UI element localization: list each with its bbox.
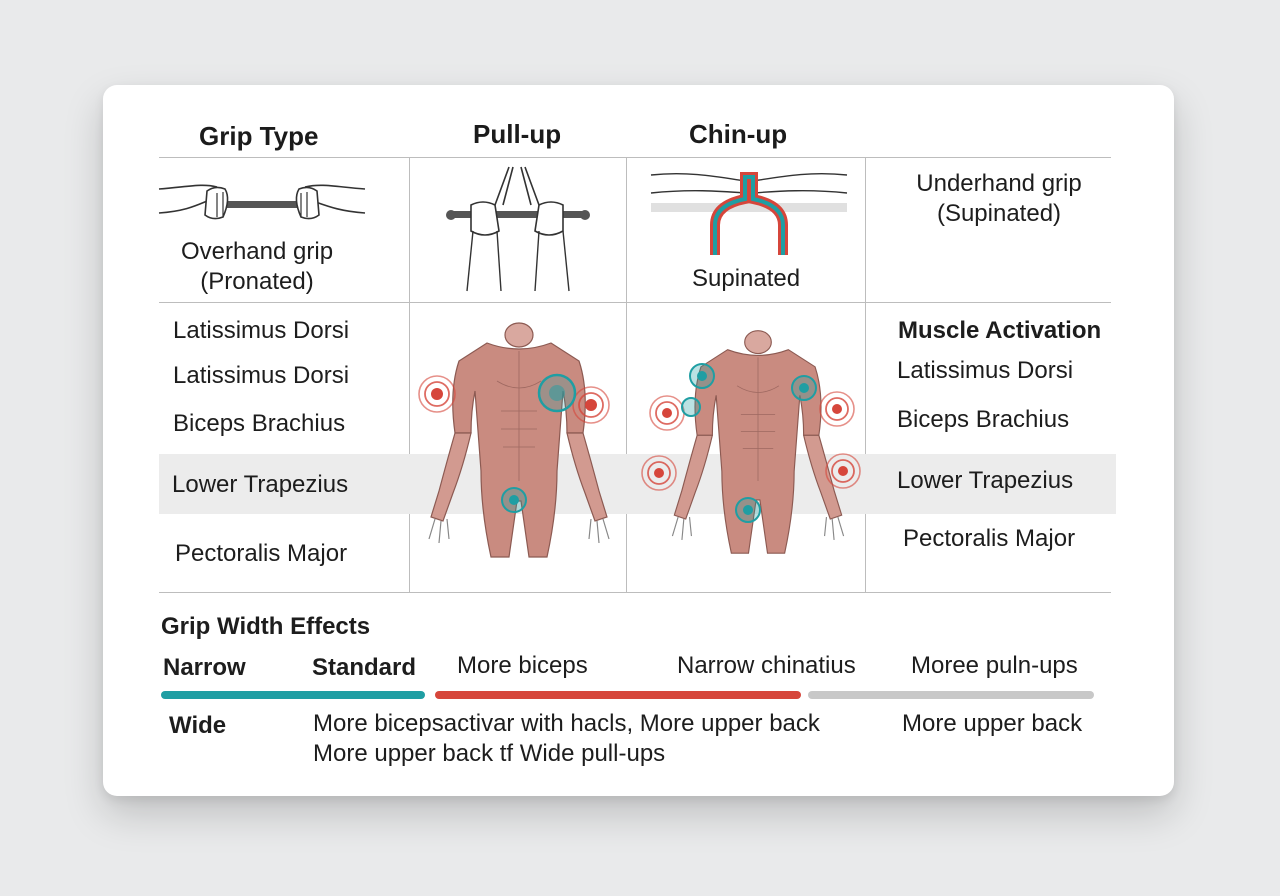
grip-width-more-biceps: More biceps <box>457 652 588 679</box>
chinup-activation-biceps-right <box>791 375 817 401</box>
chinup-activation-right-lower <box>825 453 861 489</box>
pullup-activation-core <box>501 487 527 513</box>
grip-width-bar-narrow <box>161 691 425 699</box>
divider-muscle-row <box>159 592 1111 593</box>
muscle-activation-3: Lower Trapezius <box>897 467 1074 494</box>
grip-width-more-upper-back: More upper back <box>902 710 1083 737</box>
divider-col-2 <box>626 157 627 592</box>
grip-width-bar-wide <box>808 691 1094 699</box>
overhand-grip-illustration <box>158 184 366 220</box>
header-grip-type: Grip Type <box>199 121 319 151</box>
underhand-label-line2: (Supinated) <box>936 200 1062 227</box>
grip-width-wide-desc-line2: More upper back tf Wide pull-ups <box>313 740 666 767</box>
chinup-activation-core <box>735 497 761 523</box>
muscle-left-5: Pectoralis Major <box>175 540 348 567</box>
muscle-activation-1: Latissimus Dorsi <box>897 357 1074 384</box>
muscle-left-2: Latissimus Dorsi <box>173 362 350 389</box>
muscle-activation-4: Pectoralis Major <box>903 525 1076 552</box>
header-pullup: Pull-up <box>473 119 562 149</box>
grip-width-title: Grip Width Effects <box>161 613 371 640</box>
underhand-label-line1: Underhand grip <box>916 170 1082 197</box>
pullup-activation-right <box>572 386 610 424</box>
overhand-label-line1: Overhand grip <box>180 238 334 265</box>
pullup-muscle-figure <box>428 322 610 558</box>
grip-width-narrow: Narrow <box>163 654 246 681</box>
grip-width-moree-pulnups: Moree puln-ups <box>911 652 1078 679</box>
muscle-activation-2: Biceps Brachius <box>897 406 1070 433</box>
grip-width-bar-standard <box>435 691 801 699</box>
grip-width-wide-desc-line1: More bicepsactivar with hacls, More uppe… <box>313 710 820 737</box>
pullup-grip-illustration <box>446 166 590 292</box>
overhand-label-line2: (Pronated) <box>200 268 314 295</box>
pullup-activation-left <box>418 375 456 413</box>
chinup-muscle-figure <box>671 330 845 554</box>
muscle-left-3: Biceps Brachius <box>173 410 346 437</box>
chinup-activation-right-upper <box>819 391 855 427</box>
muscle-activation-title: Muscle Activation <box>898 317 1102 344</box>
supinated-label: Supinated <box>692 265 801 292</box>
chinup-grip-illustration <box>650 172 848 255</box>
divider-col-3 <box>865 157 866 592</box>
chinup-activation-left-lower <box>641 455 677 491</box>
chinup-activation-forearm-left <box>681 397 701 417</box>
divider-grip-row <box>159 302 1111 303</box>
pullup-activation-lat <box>537 373 577 413</box>
header-chinup: Chin-up <box>689 119 788 149</box>
grip-width-wide: Wide <box>169 712 227 739</box>
chinup-activation-biceps-left <box>689 363 715 389</box>
grip-width-standard: Standard <box>312 654 417 681</box>
muscle-left-1: Latissimus Dorsi <box>173 317 350 344</box>
muscle-left-4: Lower Trapezius <box>172 471 349 498</box>
divider-col-1 <box>409 157 410 592</box>
infographic-card: Grip Type Pull-up Chin-up Overhand grip … <box>103 85 1174 796</box>
divider-header <box>159 157 1111 158</box>
grip-width-narrow-chinatius: Narrow chinatius <box>677 652 856 679</box>
highlight-band-lower-trapezius <box>159 454 1116 514</box>
